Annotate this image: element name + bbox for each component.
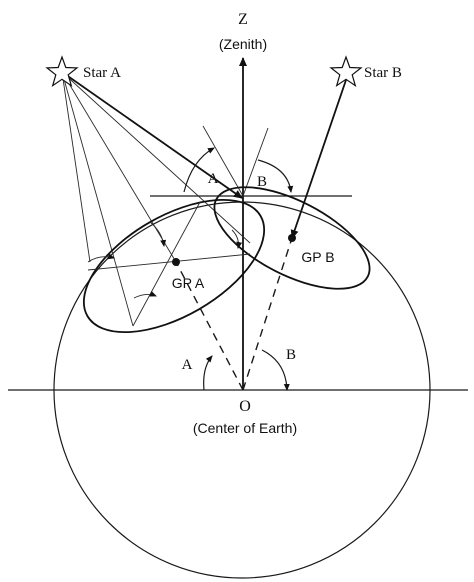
angle-a-bottom-label: A [182,357,193,373]
star-b-ray [290,79,347,239]
tick-line-right [242,127,269,197]
gp-b-dot [288,234,296,242]
star-b-icon [329,55,363,88]
star-a-ray-to-observer [61,71,243,199]
angle-arc-a-inner [133,290,157,299]
angle-b-bottom-label: B [286,347,296,363]
angle-b-top-label: B [257,174,267,190]
ellipse-a-chord-diagonal [132,201,201,327]
angle-a-top-label: A [208,171,219,187]
tick-line-left [202,125,244,197]
angle-arc-bottom-a [203,355,213,391]
angle-arc-top-b [257,159,294,193]
zenith-letter-label: Z [238,11,248,28]
gp-b-label: GP B [301,249,334,265]
star-a-ray-to-gp [61,71,177,263]
center-label: (Center of Earth) [193,420,297,436]
star-a-icon [45,55,79,88]
gp-a-dot [172,258,180,266]
star-a-ray-upper [61,71,251,244]
zenith-label: (Zenith) [219,36,267,52]
circle-of-equal-altitude-a [82,198,266,334]
ellipse-a-chord-horizontal [87,253,251,271]
star-a-label: Star A [83,65,121,81]
angle-arc-a-upper [149,221,167,247]
gp-a-label: GP A [172,275,205,291]
center-letter-label: O [239,398,251,415]
dashed-line-to-gp-a [175,261,244,391]
angle-arc-a-right [231,229,243,249]
star-a-ray-lower [61,71,134,327]
star-b-label: Star B [364,65,402,81]
circle-of-equal-altitude-b [213,186,371,290]
angle-arc-top-a [183,147,215,193]
dashed-line-to-gp-b [242,237,293,391]
star-a-ray-left [61,71,91,263]
angle-arc-a-left [87,253,115,263]
angle-arc-bottom-b [261,349,290,391]
